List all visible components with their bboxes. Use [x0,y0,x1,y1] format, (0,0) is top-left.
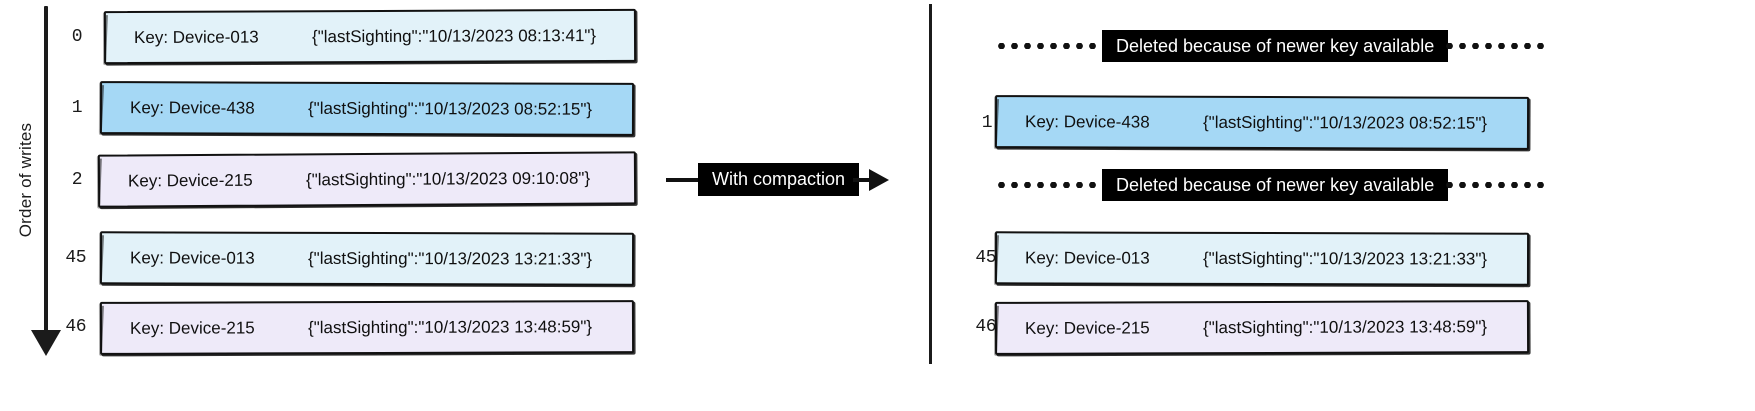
arrow-right-icon [869,169,889,191]
left-record-0-value: {"lastSighting":"10/13/2023 08:13:41"} [311,25,597,46]
left-record-46[interactable]: Key: Device-215 {"lastSighting":"10/13/2… [99,300,635,355]
right-record-45-key: Key: Device-013 [1024,247,1150,268]
right-record-45[interactable]: Key: Device-013 {"lastSighting":"10/13/2… [994,231,1530,286]
left-row-index-45: 45 [65,248,86,268]
order-of-writes-axis [44,6,48,336]
deleted-dotted-line-right-1 [1443,43,1545,49]
right-row-index-46: 46 [975,317,996,337]
deleted-dotted-line-left-2 [995,182,1107,188]
left-record-2[interactable]: Key: Device-215 {"lastSighting":"10/13/2… [97,151,637,208]
left-row-index-46: 46 [65,317,86,337]
order-of-writes-label: Order of writes [16,122,35,238]
panel-divider [929,4,932,364]
left-row-index-0: 0 [71,27,83,47]
with-compaction-label: With compaction [698,163,860,196]
right-row-index-45: 45 [975,248,996,268]
left-record-46-key: Key: Device-215 [129,317,255,338]
right-record-1-value: {"lastSighting":"10/13/2023 08:52:15"} [1202,112,1488,133]
right-record-46-value: {"lastSighting":"10/13/2023 13:48:59"} [1202,316,1488,337]
deleted-note-1: Deleted because of newer key available [1102,30,1449,62]
right-record-1[interactable]: Key: Device-438 {"lastSighting":"10/13/2… [994,95,1530,150]
right-record-45-value: {"lastSighting":"10/13/2023 13:21:33"} [1202,248,1488,269]
left-record-45[interactable]: Key: Device-013 {"lastSighting":"10/13/2… [99,231,635,286]
right-row-index-1: 1 [981,113,993,133]
deleted-dotted-line-right-2 [1443,182,1545,188]
compaction-arrow-line-left [666,178,708,182]
right-record-46-key: Key: Device-215 [1024,317,1150,338]
left-record-45-key: Key: Device-013 [129,247,255,268]
left-record-2-key: Key: Device-215 [127,170,253,190]
deleted-note-2: Deleted because of newer key available [1102,169,1449,201]
left-record-46-value: {"lastSighting":"10/13/2023 13:48:59"} [307,316,593,337]
left-record-0[interactable]: Key: Device-013 {"lastSighting":"10/13/2… [103,8,637,65]
left-record-0-key: Key: Device-013 [133,26,259,47]
left-record-1-value: {"lastSighting":"10/13/2023 08:52:15"} [307,98,593,119]
deleted-dotted-line-left-1 [995,43,1105,49]
left-record-1[interactable]: Key: Device-438 {"lastSighting":"10/13/2… [99,81,635,136]
left-record-2-value: {"lastSighting":"10/13/2023 09:10:08"} [305,168,591,189]
left-record-45-value: {"lastSighting":"10/13/2023 13:21:33"} [307,248,593,269]
right-record-1-key: Key: Device-438 [1024,111,1150,132]
left-row-index-2: 2 [71,170,83,190]
left-record-1-key: Key: Device-438 [129,97,255,118]
left-row-index-1: 1 [71,98,83,118]
arrow-down-icon [31,330,61,356]
right-record-46[interactable]: Key: Device-215 {"lastSighting":"10/13/2… [994,300,1530,355]
